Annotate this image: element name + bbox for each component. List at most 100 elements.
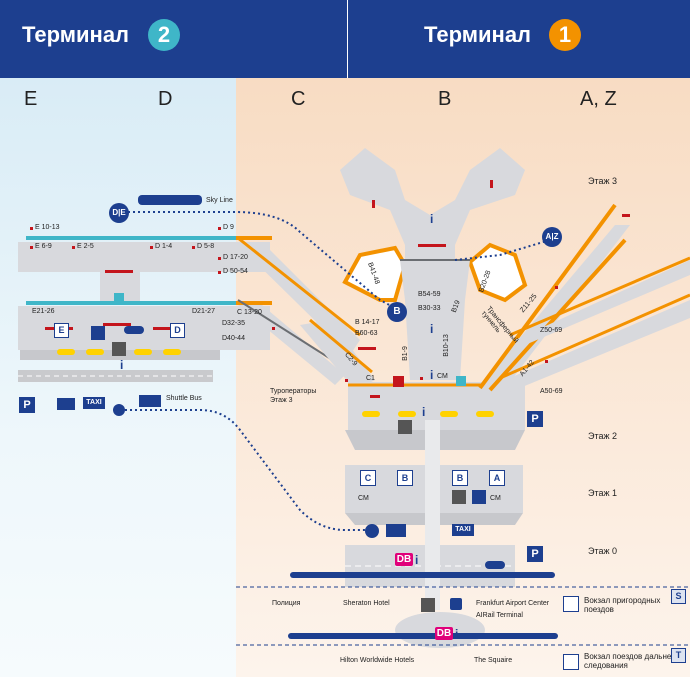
- gate-b14-17: B 14-17: [355, 319, 380, 326]
- pier-az-label: A, Z: [580, 88, 617, 110]
- tour-operators-label: Туроператоры: [270, 388, 317, 395]
- regional-train-icon: [563, 596, 579, 612]
- gate-b10-13: B10-13: [442, 334, 450, 357]
- pier-e-label: E: [24, 88, 38, 110]
- gate-d32-35: D32-35: [222, 320, 245, 327]
- terminal-2-title: Терминал: [22, 22, 130, 47]
- first-aid-icon: [114, 293, 124, 303]
- luggage-icon: [450, 598, 462, 610]
- first-aid-icon-c1: [393, 376, 404, 387]
- info-icon-floor2: i: [422, 405, 426, 419]
- gate-c1: C1: [366, 375, 375, 382]
- gate-e2-5: E 2-5: [77, 243, 94, 250]
- skyline-label: Sky Line: [206, 197, 233, 204]
- parking-icon-t1-lower: P: [527, 546, 543, 562]
- sheraton-label: Sheraton Hotel: [343, 600, 390, 607]
- info-icon-satellite: i: [430, 212, 434, 226]
- db-icon-lower: DB: [435, 627, 453, 640]
- info-icon-hall: i: [430, 368, 434, 382]
- terminal-1-header: Терминал 1: [348, 0, 690, 78]
- stairs-icon-floor1: [472, 490, 486, 504]
- squaire-label: The Squaire: [474, 657, 513, 664]
- gate-d50-54: D 50-54: [223, 268, 248, 275]
- shuttle-stop-dot[interactable]: [113, 404, 125, 416]
- parking-icon: P: [19, 397, 35, 413]
- terminal-2-lower-building: [18, 306, 270, 350]
- key-icon-t1: [485, 561, 505, 569]
- elevator-icon-station: [421, 598, 435, 612]
- pier-b-label: B: [438, 88, 452, 110]
- terminal-1-hall: [348, 382, 525, 430]
- elevator-icon: [112, 342, 126, 356]
- hilton-label: Hilton Worldwide Hotels: [340, 657, 415, 664]
- pier-e-sign: E: [54, 323, 69, 338]
- de-skyline-sign[interactable]: D|E: [109, 203, 129, 223]
- floor-3-label: Этаж 3: [588, 176, 618, 186]
- db-icon: DB: [395, 553, 413, 566]
- terminal-2-badge[interactable]: 2: [148, 19, 180, 51]
- bus-icon: [57, 398, 75, 410]
- regional-station-label: Вокзал пригородных поездов: [584, 596, 661, 614]
- info-icon-station: i: [455, 627, 459, 641]
- pier-d-sign: D: [170, 323, 185, 338]
- gate-d1-4: D 1-4: [155, 243, 173, 250]
- longdistance-train-icon: [563, 654, 579, 670]
- shuttle-bus-icon: [139, 395, 161, 407]
- terminal-1-badge[interactable]: 1: [549, 19, 581, 51]
- gate-d17-20: D 17-20: [223, 254, 248, 261]
- pier-b-satellite: [340, 148, 525, 260]
- bus-icon-t1: [386, 524, 406, 537]
- s-bahn-icon: S: [671, 589, 686, 604]
- key-icon: [124, 326, 144, 334]
- az-skyline-sign[interactable]: A|Z: [542, 227, 562, 247]
- floor-1-label: Этаж 1: [588, 488, 618, 498]
- taxi-icon: TAXI: [83, 397, 105, 409]
- floor-2-label: Этаж 2: [588, 431, 618, 441]
- gate-e21-26: E21-26: [32, 308, 55, 315]
- floor-0-label: Этаж 0: [588, 546, 618, 556]
- pier-b-sign-2: B: [452, 470, 468, 486]
- long-distance-t-icon: T: [671, 648, 686, 663]
- pier-a-sign: A: [489, 470, 505, 486]
- b-skyline-sign[interactable]: B: [387, 302, 407, 322]
- taxi-icon-t1: TAXI: [452, 524, 474, 536]
- cm-label-right: CM: [490, 495, 501, 502]
- gate-c13-20: C 13-20: [237, 309, 262, 316]
- gate-e10-13: E 10-13: [35, 224, 60, 231]
- airport-center-label: Frankfurt Airport Center: [476, 600, 550, 607]
- gate-b60-63: B60-63: [355, 330, 378, 337]
- cm-label-upper: CM: [437, 373, 448, 380]
- shuttle-stop-dot-t1[interactable]: [365, 524, 379, 538]
- elevator-icon-floor2: [398, 420, 412, 434]
- stairs-icon: [91, 326, 105, 340]
- pier-d-label: D: [158, 88, 173, 110]
- pier-c-label: C: [291, 88, 306, 110]
- first-aid-icon-t1: [456, 376, 466, 386]
- gate-z50-69: Z50-69: [540, 327, 563, 334]
- shuttle-bus-label: Shuttle Bus: [166, 395, 202, 402]
- pier-b-sign: B: [397, 470, 413, 486]
- police-label: Полиция: [272, 600, 301, 607]
- pier-c-sign: C: [360, 470, 376, 486]
- gate-d21-27: D21-27: [192, 308, 215, 315]
- airrail-label: AIRail Terminal: [476, 612, 523, 619]
- gate-b1-9: B1-9: [401, 346, 409, 361]
- info-icon: i: [120, 358, 124, 372]
- parking-icon-t1-upper: P: [527, 411, 543, 427]
- gate-b30-33: B30-33: [418, 305, 441, 312]
- terminal-2-upper-building: [18, 242, 270, 272]
- gate-e6-9: E 6-9: [35, 243, 52, 250]
- cm-label-left: CM: [358, 495, 369, 502]
- info-icon-b: i: [430, 322, 434, 336]
- terminal-2-header: Терминал 2: [0, 0, 347, 78]
- gate-a50-69: A50-69: [540, 388, 563, 395]
- info-icon-floor0: i: [415, 553, 419, 567]
- gate-d5-8: D 5-8: [197, 243, 215, 250]
- terminal-1-title: Терминал: [424, 22, 532, 47]
- skyline-train-icon: [138, 195, 202, 205]
- longdistance-station-label: Вокзал поездов дальнего следования: [584, 652, 679, 670]
- tour-operators-floor-label: Этаж 3: [270, 397, 293, 404]
- gate-d40-44: D40-44: [222, 335, 245, 342]
- gate-d9: D 9: [223, 224, 234, 231]
- elevator-icon-floor1: [452, 490, 466, 504]
